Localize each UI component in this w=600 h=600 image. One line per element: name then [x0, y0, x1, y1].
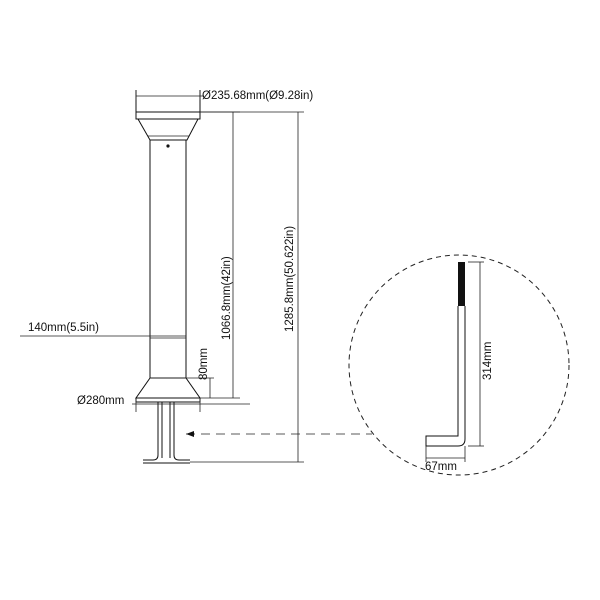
- dim-top-diameter: Ø235.68mm(Ø9.28in): [135, 90, 313, 102]
- detail-view: 314mm 67mm: [348, 254, 570, 476]
- top-cap-band: [135, 111, 201, 120]
- top-diameter-label: Ø235.68mm(Ø9.28in): [202, 90, 313, 102]
- dim-body-height: 1066.8mm(42in): [200, 111, 240, 399]
- base-height-label: 80mm: [198, 348, 210, 380]
- anchor-bolt-detail: [425, 306, 466, 447]
- base-plate: [135, 397, 201, 403]
- detail-circle: [348, 254, 570, 476]
- vent-hole: [166, 144, 170, 148]
- dim-body-width: 140mm(5.5in): [20, 322, 186, 337]
- base-flare: [135, 377, 201, 399]
- top-cap: [135, 90, 201, 113]
- bolt-foot-label: 67mm: [425, 461, 457, 473]
- dim-total-height: 1285.8mm(50.622in): [190, 111, 304, 463]
- dim-base-height: 80mm: [186, 348, 214, 398]
- bolt-length-label: 314mm: [482, 342, 494, 380]
- total-height-label: 1285.8mm(50.622in): [284, 226, 296, 332]
- cap-flare: [137, 118, 199, 141]
- detail-callout: [186, 431, 372, 437]
- base-diameter-label: Ø280mm: [77, 395, 124, 407]
- bollard: [135, 90, 201, 464]
- anchor-bolts: [143, 402, 190, 464]
- bolt-thread: [458, 262, 465, 306]
- body-height-label: 1066.8mm(42in): [221, 256, 233, 340]
- body-width-label: 140mm(5.5in): [28, 322, 99, 334]
- dim-base-diameter: Ø280mm: [77, 395, 250, 412]
